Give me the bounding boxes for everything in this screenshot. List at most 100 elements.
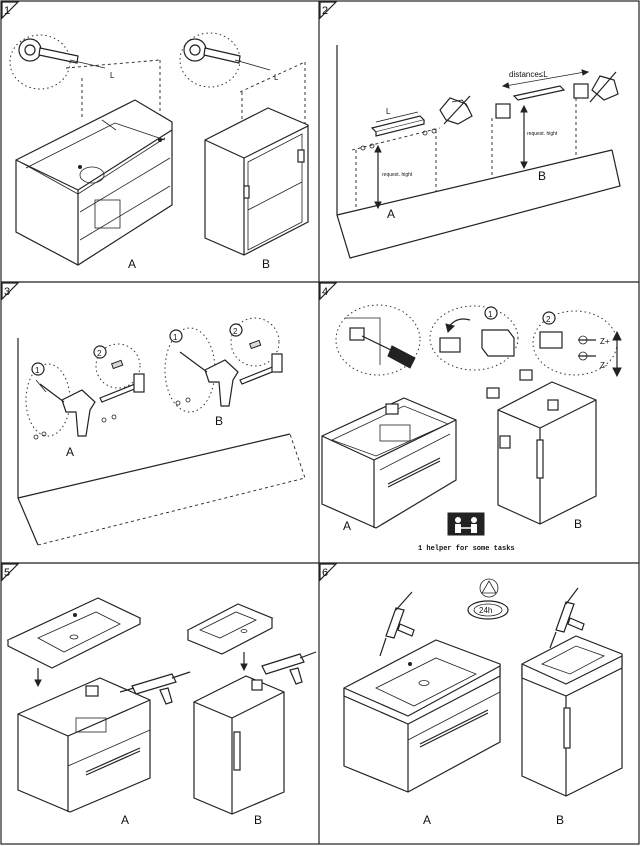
cabinet-b xyxy=(497,381,597,525)
pencil-hand-icon xyxy=(589,71,619,103)
step-2-callout-distance: distance≤L xyxy=(509,70,548,79)
warning-triangle-icon xyxy=(479,578,499,598)
caulk-gun-icon xyxy=(549,587,585,649)
badge-4-2 xyxy=(542,311,556,325)
wall-floor-line xyxy=(336,149,613,216)
step-4-callout-z-minus: Z- xyxy=(600,361,608,370)
step-4-callout-1: 1 xyxy=(488,310,493,319)
wall-outline xyxy=(336,45,621,259)
caulk-gun-icon xyxy=(261,651,317,685)
step-3-label-a: A xyxy=(66,445,74,459)
panel-step-3: 3 1 2 A 1 xyxy=(1,282,306,546)
pencil-hand-icon xyxy=(439,95,473,125)
mounting-rail-b xyxy=(495,83,589,119)
step-5-corner-tab xyxy=(1,563,20,582)
step-2-corner-tab xyxy=(319,1,338,20)
step-5-label-a: A xyxy=(121,813,129,827)
step-1-callout-l-b: L xyxy=(274,73,279,82)
step-2-callout-height-a: request. hight xyxy=(382,172,413,178)
cabinet-a xyxy=(17,677,151,813)
bracket-icon xyxy=(481,329,515,357)
caulk-gun-icon xyxy=(119,671,191,705)
callout-bubble-a2 xyxy=(95,343,141,389)
step-6-corner-tab xyxy=(319,563,338,582)
floor-outline xyxy=(37,433,306,546)
step-4-label-b: B xyxy=(574,517,582,531)
step-5-label-b: B xyxy=(254,813,262,827)
step-4-number: 4 xyxy=(322,286,328,298)
badge-b1 xyxy=(169,329,183,343)
callout-bubble-4-1 xyxy=(429,305,519,371)
cabinet-a xyxy=(321,397,457,529)
distance-arrow-line xyxy=(504,71,586,87)
wall-bracket-a xyxy=(486,387,500,399)
drill-icon xyxy=(35,379,96,437)
step-6-label-a: A xyxy=(423,813,431,827)
step-3-corner-tab xyxy=(1,282,20,301)
panel-step-4: 4 1 2 Z+ Z- xyxy=(319,282,622,553)
step-4-label-a: A xyxy=(343,519,351,533)
step-5-number: 5 xyxy=(4,567,10,579)
badge-4-1 xyxy=(484,306,498,320)
panel-step-1: 1 L A xyxy=(1,1,309,271)
anchor-bolt-icon xyxy=(239,339,283,385)
mounting-rail-a xyxy=(370,115,426,137)
cabinet-frame-a xyxy=(15,99,173,266)
step-1-label-b: B xyxy=(262,257,270,271)
step-4-corner-tab xyxy=(319,282,338,301)
caulk-gun-icon xyxy=(379,591,415,657)
assembled-vanity-b xyxy=(521,635,623,797)
measure-line-a xyxy=(65,59,161,69)
anchor-bolt-icon xyxy=(99,359,145,403)
step-6-number: 6 xyxy=(322,567,328,579)
step-2-label-a: A xyxy=(387,207,395,221)
step-3-callout-a1: 1 xyxy=(35,366,40,375)
cabinet-frame-b xyxy=(204,107,309,256)
step-1-label-a: A xyxy=(128,257,136,271)
assembled-vanity-a xyxy=(343,639,501,793)
callout-bubble-b2 xyxy=(230,317,280,367)
badge-a2 xyxy=(93,345,107,359)
measure-line-b xyxy=(239,61,306,93)
bracket-icon xyxy=(439,337,461,353)
step-6-label-b: B xyxy=(556,813,564,827)
step-3-callout-a2: 2 xyxy=(97,349,102,358)
step-3-label-b: B xyxy=(215,414,223,428)
clock-24h-icon xyxy=(467,600,509,620)
step-2-callout-l: L xyxy=(386,107,391,116)
step-4-callout-2: 2 xyxy=(546,315,551,324)
panel-step-6: 6 24h A xyxy=(319,563,623,827)
step-3-callout-b2: 2 xyxy=(233,327,238,336)
wall-floor-line xyxy=(17,433,291,499)
helpers-icon xyxy=(447,512,485,536)
cabinet-b xyxy=(193,675,285,815)
step-3-number: 3 xyxy=(4,286,10,298)
panel-step-5: 5 A xyxy=(1,563,317,827)
step-4-helper-note: 1 helper for some tasks xyxy=(418,545,515,553)
badge-b2 xyxy=(229,323,243,337)
tape-measure-icon xyxy=(179,32,271,88)
badge-a1 xyxy=(31,362,45,376)
callout-bubble-screw xyxy=(335,304,421,376)
step-1-callout-l-a: L xyxy=(110,71,115,80)
wall-bracket-b xyxy=(519,369,533,381)
step-2-callout-height-b: request. hight xyxy=(527,131,558,137)
step-4-callout-z-plus: Z+ xyxy=(600,337,610,346)
basin-top-a xyxy=(6,597,142,669)
tape-measure-icon xyxy=(9,34,106,90)
step-2-label-b: B xyxy=(538,169,546,183)
basin-top-b xyxy=(186,603,274,655)
step-3-callout-b1: 1 xyxy=(173,333,178,342)
drill-icon xyxy=(179,351,239,407)
step-6-cure-time: 24h xyxy=(479,606,492,615)
step-1-number: 1 xyxy=(4,5,10,17)
step-2-number: 2 xyxy=(322,5,328,17)
panel-step-2: 2 L request. hight A distance≤L xyxy=(319,1,621,259)
step-1-corner-tab xyxy=(1,1,20,20)
screwdriver-icon xyxy=(361,335,416,369)
rail-a-width-line xyxy=(375,111,419,123)
